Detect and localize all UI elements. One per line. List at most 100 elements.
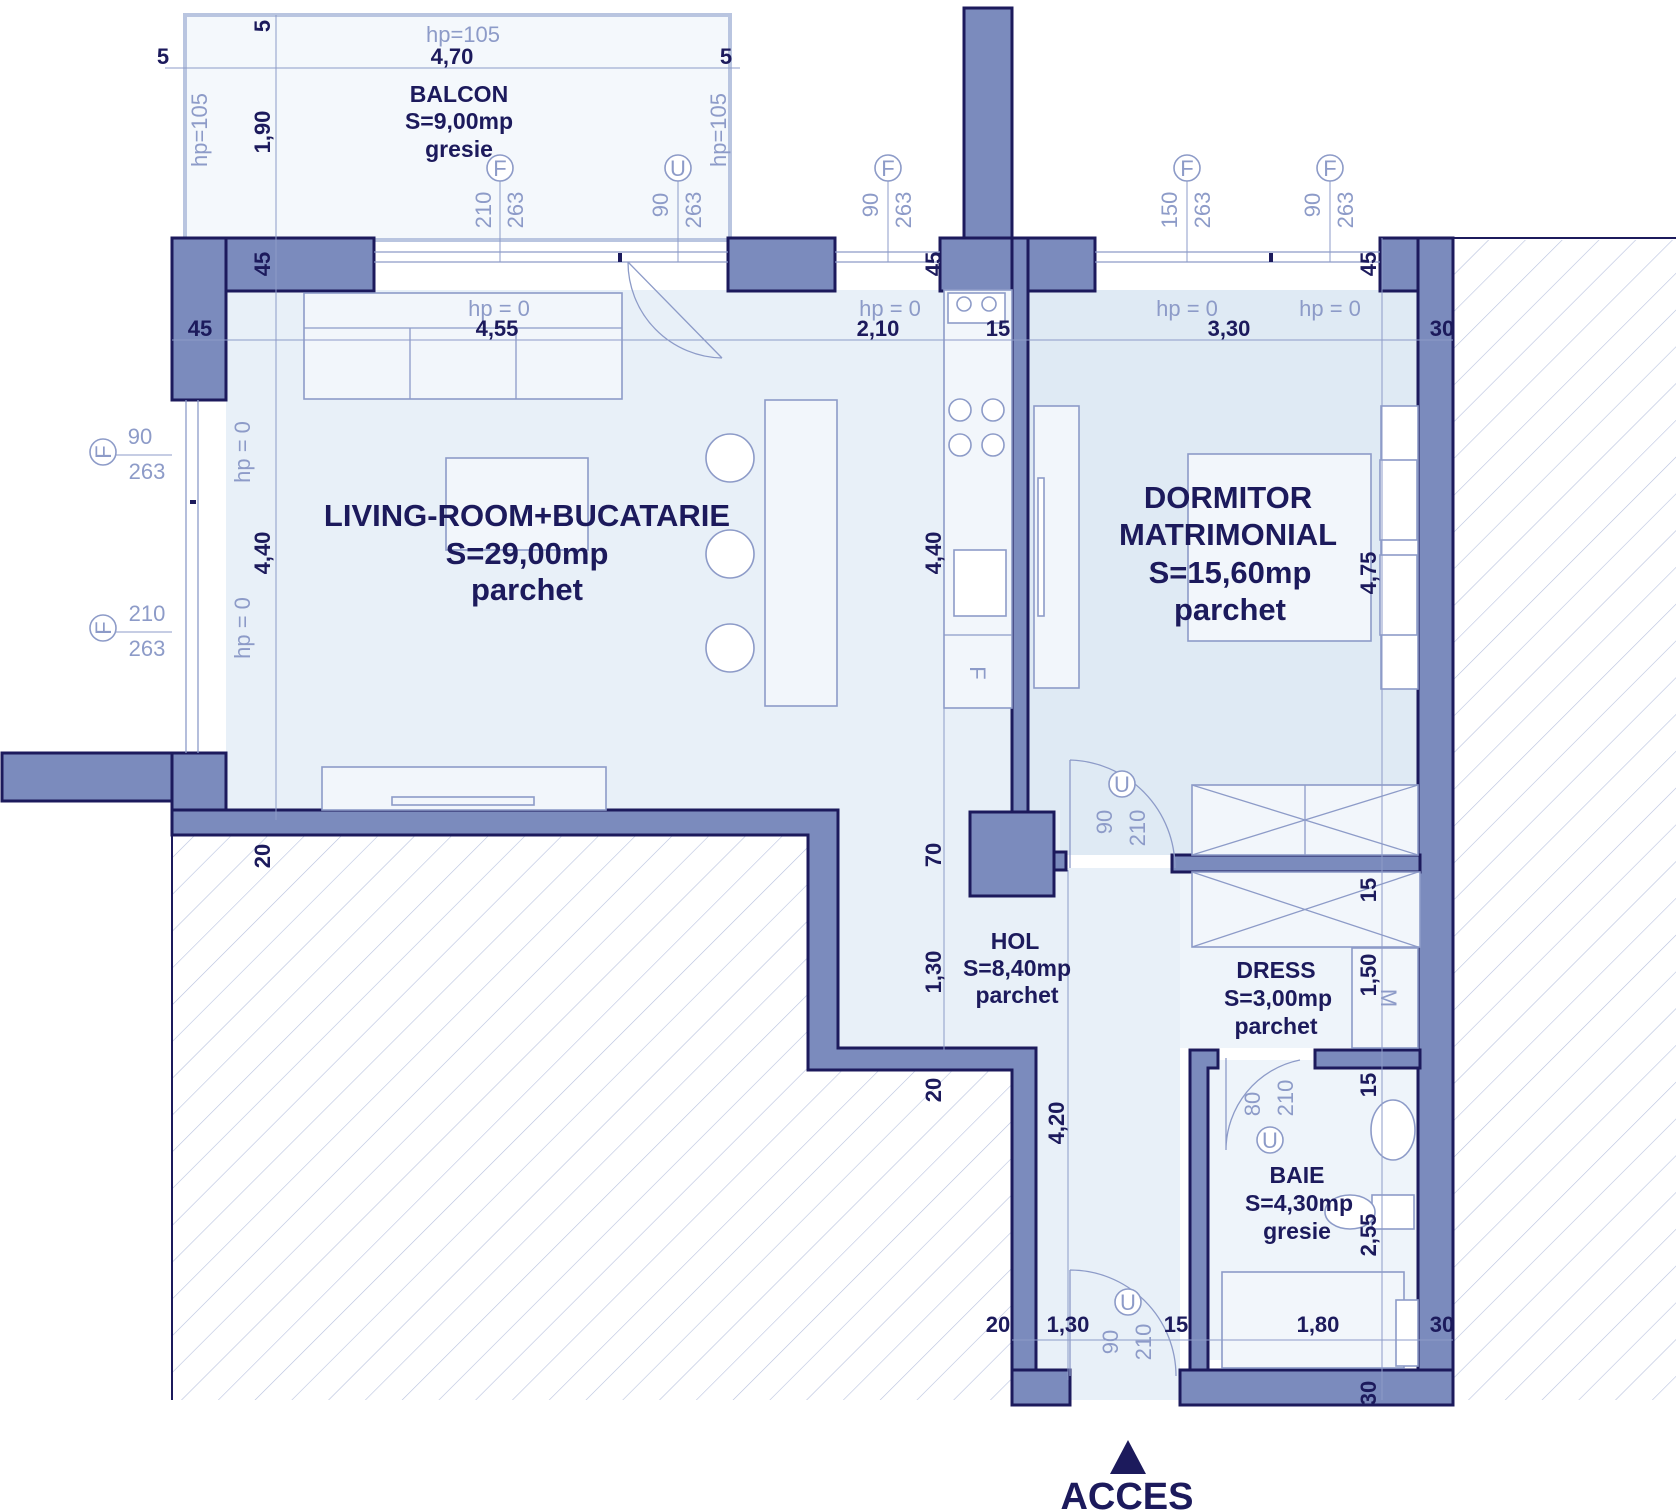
living-name: LIVING-ROOM+BUCATARIE [324,498,730,533]
svg-text:210: 210 [1273,1080,1298,1117]
svg-text:1,30: 1,30 [1047,1312,1090,1337]
svg-text:hp = 0: hp = 0 [1299,296,1361,321]
svg-text:F: F [965,666,990,679]
svg-text:15: 15 [1356,1073,1381,1097]
svg-text:M: M [1376,989,1401,1007]
svg-text:30: 30 [1430,1312,1454,1337]
svg-text:210: 210 [1131,1324,1156,1361]
svg-text:90: 90 [1300,193,1325,217]
exterior-hatch-right [1453,240,1676,1400]
svg-text:90: 90 [1092,810,1117,834]
svg-text:hp=105: hp=105 [187,93,212,167]
svg-text:hp=105: hp=105 [706,93,731,167]
svg-text:90: 90 [128,424,152,449]
svg-text:2,55: 2,55 [1356,1214,1381,1257]
svg-text:F: F [493,156,506,181]
window-marker-f1 [486,154,514,182]
window-marker-f5 [89,438,117,466]
opening-labels: F U F F F F F U U U F M 210 263 90 263 9… [91,156,1401,1360]
svg-text:263: 263 [891,192,916,229]
svg-text:90: 90 [858,193,883,217]
furniture [303,289,1421,1369]
door-marker-u2 [1108,770,1136,798]
access-label: ACCES [1060,1476,1193,1512]
svg-text:15: 15 [986,316,1010,341]
svg-text:hp = 0: hp = 0 [1156,296,1218,321]
balcony-name: BALCON [410,81,508,107]
svg-text:F: F [881,156,894,181]
bedroom-name-2: MATRIMONIAL [1119,517,1337,552]
svg-text:45: 45 [921,252,946,276]
svg-text:1,30: 1,30 [921,951,946,994]
svg-text:4,75: 4,75 [1356,552,1381,595]
access-arrow-icon [1110,1440,1146,1474]
dimension-lines [100,15,1453,1400]
sill-heights: hp=105 hp=105 hp=105 hp = 0 hp = 0 hp = … [187,22,1361,659]
svg-text:hp = 0: hp = 0 [230,421,255,483]
svg-text:4,70: 4,70 [431,44,474,69]
bedroom-name-1: DORMITOR [1144,480,1312,515]
svg-text:45: 45 [188,316,212,341]
svg-text:F: F [1180,156,1193,181]
svg-text:210: 210 [129,601,166,626]
svg-text:263: 263 [1333,192,1358,229]
svg-text:F: F [91,445,116,458]
svg-text:30: 30 [1356,1381,1381,1405]
svg-text:90: 90 [1098,1330,1123,1354]
svg-text:15: 15 [1356,878,1381,902]
window-marker-f4 [1316,154,1344,182]
svg-text:3,30: 3,30 [1208,316,1251,341]
balcony-finish: gresie [425,136,493,162]
window-marker-f6 [89,614,117,642]
bathroom-name: BAIE [1270,1162,1325,1188]
svg-text:210: 210 [1125,810,1150,847]
door-marker-u1 [664,154,692,182]
svg-text:hp = 0: hp = 0 [468,296,530,321]
dress-name: DRESS [1236,957,1315,983]
svg-text:4,40: 4,40 [921,532,946,575]
svg-text:20: 20 [921,1078,946,1102]
hallway-finish: parchet [975,982,1058,1008]
svg-text:263: 263 [129,459,166,484]
balcony-area: S=9,00mp [405,108,513,134]
dress-area: S=3,00mp [1224,985,1332,1011]
svg-text:263: 263 [681,192,706,229]
svg-text:30: 30 [1430,316,1454,341]
bathroom-finish: gresie [1263,1218,1331,1244]
svg-text:150: 150 [1157,192,1182,229]
svg-text:4,40: 4,40 [250,532,275,575]
svg-text:20: 20 [250,844,275,868]
svg-text:U: U [1262,1128,1278,1153]
svg-text:263: 263 [129,636,166,661]
bedroom-area: S=15,60mp [1149,555,1312,590]
svg-text:263: 263 [503,192,528,229]
living-area: S=29,00mp [446,536,609,571]
hallway-floor [830,810,1180,1400]
svg-text:U: U [1120,1290,1136,1315]
bathroom-area: S=4,30mp [1245,1190,1353,1216]
svg-text:5: 5 [250,20,275,32]
svg-text:U: U [1114,772,1130,797]
svg-text:20: 20 [986,1312,1010,1337]
svg-text:1,90: 1,90 [250,111,275,154]
svg-text:2,10: 2,10 [857,316,900,341]
svg-text:15: 15 [1164,1312,1188,1337]
svg-text:263: 263 [1190,192,1215,229]
svg-text:5: 5 [720,44,732,69]
hallway-area: S=8,40mp [963,955,1071,981]
dress-finish: parchet [1234,1013,1317,1039]
svg-text:hp = 0: hp = 0 [230,597,255,659]
svg-text:F: F [91,621,116,634]
svg-text:45: 45 [1356,252,1381,276]
svg-text:4,55: 4,55 [476,316,519,341]
svg-text:70: 70 [921,843,946,867]
svg-text:hp=105: hp=105 [426,22,500,47]
svg-text:90: 90 [648,193,673,217]
window-marker-f2 [874,154,902,182]
vertical-dimension-labels: 5 1,90 45 45 45 4,40 4,40 4,75 20 70 1,3… [250,20,1381,1405]
dimension-labels: 5 5 4,70 45 4,55 2,10 15 3,30 30 20 1,30… [157,44,1454,1337]
bedroom-finish: parchet [1174,592,1286,627]
doors [627,261,1301,1377]
svg-text:80: 80 [1240,1092,1265,1116]
door-marker-u4 [1114,1288,1142,1316]
